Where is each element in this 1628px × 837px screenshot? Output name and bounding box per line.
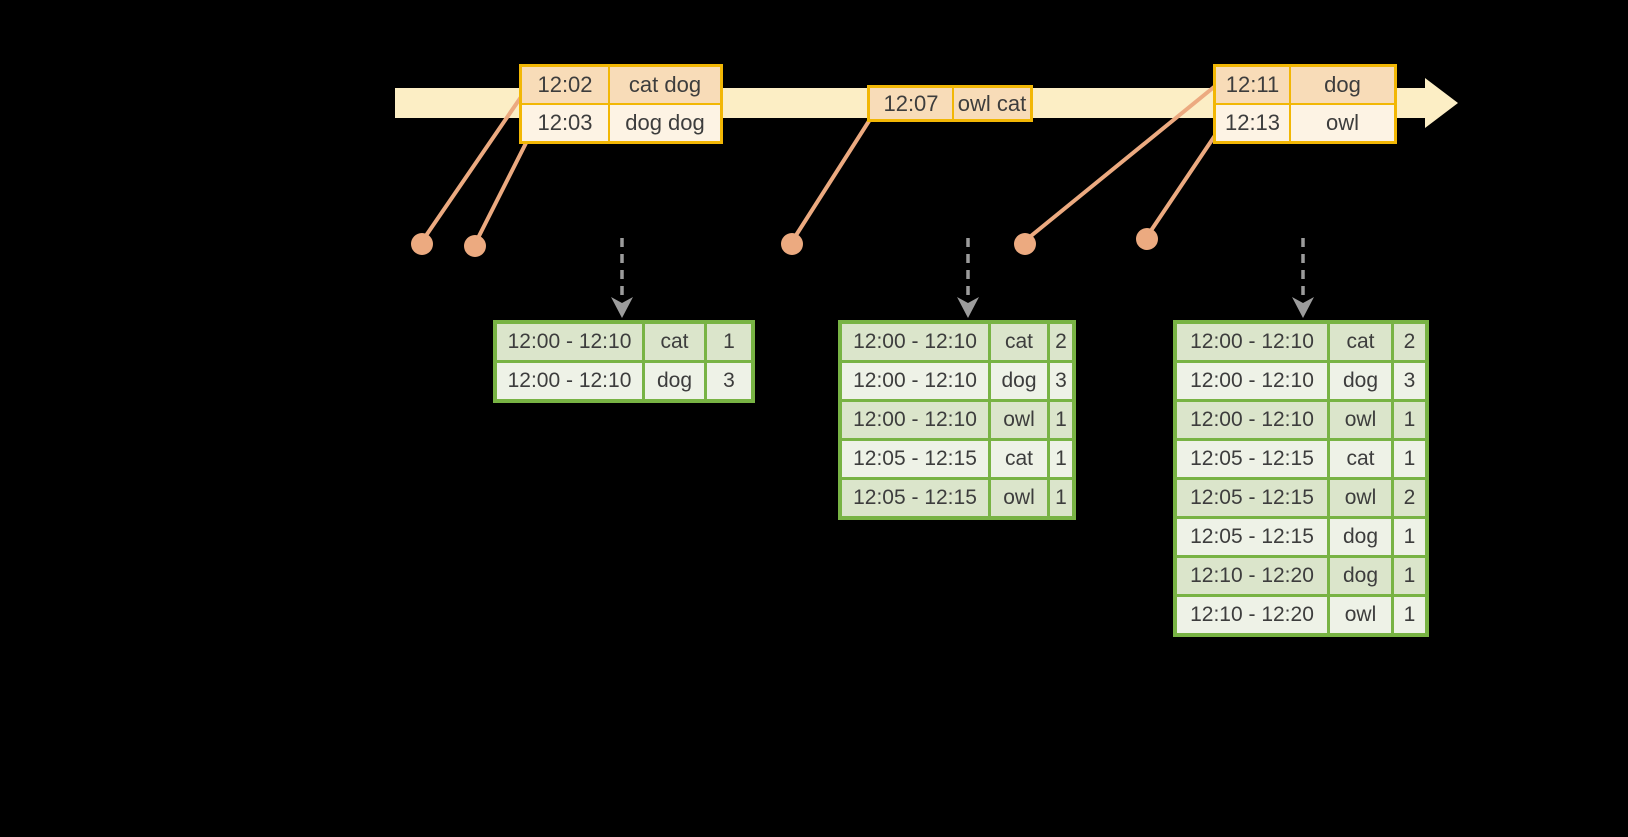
trigger-arrowhead-icon: [1292, 297, 1314, 318]
count-cell: 1: [1394, 519, 1425, 555]
word-cell: dog: [645, 363, 704, 399]
window-cell: 12:00 - 12:10: [1177, 363, 1327, 399]
event-connector-line: [421, 95, 523, 242]
event-table-3: 12:11 dog 12:13 owl: [1213, 64, 1397, 144]
count-cell: 1: [1394, 558, 1425, 594]
event-connector-line: [1146, 129, 1220, 237]
count-cell: 1: [1050, 402, 1072, 438]
event-time-cell: 12:02: [522, 67, 608, 103]
word-cell: owl: [1330, 402, 1391, 438]
word-cell: dog: [1330, 558, 1391, 594]
window-cell: 12:00 - 12:10: [842, 363, 988, 399]
count-cell: 1: [1394, 597, 1425, 633]
count-cell: 2: [1394, 324, 1425, 360]
count-cell: 1: [1394, 402, 1425, 438]
event-connector-line: [1024, 85, 1216, 242]
trigger-arrowhead-icon: [611, 297, 633, 318]
window-cell: 12:00 - 12:10: [842, 402, 988, 438]
word-cell: cat: [991, 441, 1047, 477]
event-connector-line: [791, 119, 871, 242]
window-cell: 12:05 - 12:15: [842, 480, 988, 516]
event-point-dot: [1014, 233, 1036, 255]
event-point-dot: [464, 235, 486, 257]
event-table-1: 12:02 cat dog 12:03 dog dog: [519, 64, 723, 144]
event-point-dot: [411, 233, 433, 255]
word-cell: cat: [1330, 441, 1391, 477]
word-cell: cat: [991, 324, 1047, 360]
window-cell: 12:10 - 12:20: [1177, 558, 1327, 594]
window-cell: 12:05 - 12:15: [1177, 480, 1327, 516]
word-cell: owl: [991, 480, 1047, 516]
count-cell: 1: [1050, 480, 1072, 516]
event-connector-line: [474, 139, 529, 244]
event-point-dot: [1136, 228, 1158, 250]
window-cell: 12:05 - 12:15: [1177, 519, 1327, 555]
word-cell: dog: [991, 363, 1047, 399]
event-time-cell: 12:11: [1216, 67, 1289, 103]
count-cell: 3: [1394, 363, 1425, 399]
event-point-dot: [781, 233, 803, 255]
result-table-1: 12:00 - 12:10 cat 1 12:00 - 12:10 dog 3: [493, 320, 755, 403]
count-cell: 1: [1050, 441, 1072, 477]
word-cell: owl: [1330, 480, 1391, 516]
word-cell: owl: [1330, 597, 1391, 633]
result-table-2: 12:00 - 12:10 cat 2 12:00 - 12:10 dog 3 …: [838, 320, 1076, 520]
event-time-cell: 12:07: [870, 88, 952, 119]
word-cell: owl: [991, 402, 1047, 438]
window-cell: 12:05 - 12:15: [1177, 441, 1327, 477]
event-table-2: 12:07 owl cat: [867, 85, 1033, 122]
count-cell: 2: [1394, 480, 1425, 516]
trigger-arrowhead-icon: [957, 297, 979, 318]
word-cell: cat: [1330, 324, 1391, 360]
word-cell: cat: [645, 324, 704, 360]
count-cell: 1: [1394, 441, 1425, 477]
event-words-cell: dog: [1291, 67, 1394, 103]
window-cell: 12:00 - 12:10: [497, 363, 642, 399]
count-cell: 3: [707, 363, 751, 399]
window-cell: 12:00 - 12:10: [1177, 324, 1327, 360]
window-cell: 12:00 - 12:10: [1177, 402, 1327, 438]
event-words-cell: owl: [1291, 105, 1394, 141]
window-cell: 12:05 - 12:15: [842, 441, 988, 477]
result-table-3: 12:00 - 12:10 cat 2 12:00 - 12:10 dog 3 …: [1173, 320, 1429, 637]
window-cell: 12:00 - 12:10: [497, 324, 642, 360]
window-cell: 12:10 - 12:20: [1177, 597, 1327, 633]
event-words-cell: dog dog: [610, 105, 720, 141]
window-cell: 12:00 - 12:10: [842, 324, 988, 360]
word-cell: dog: [1330, 363, 1391, 399]
event-words-cell: cat dog: [610, 67, 720, 103]
count-cell: 1: [707, 324, 751, 360]
event-time-cell: 12:13: [1216, 105, 1289, 141]
event-time-cell: 12:03: [522, 105, 608, 141]
count-cell: 2: [1050, 324, 1072, 360]
event-words-cell: owl cat: [954, 88, 1030, 119]
count-cell: 3: [1050, 363, 1072, 399]
word-cell: dog: [1330, 519, 1391, 555]
